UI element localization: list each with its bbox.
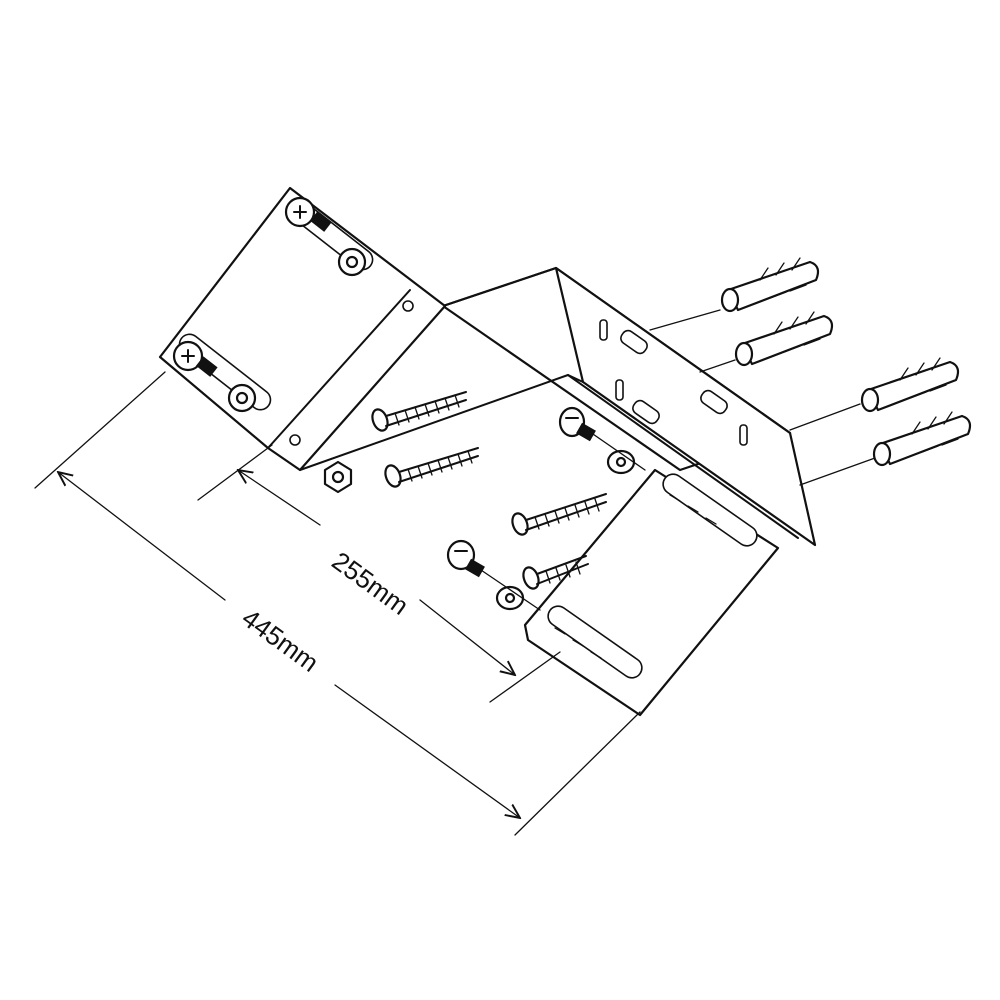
side-slot-1: [620, 329, 648, 355]
right-flange-plate: [523, 468, 780, 717]
wall-anchor-1: [720, 257, 820, 313]
assembly-axis-lines: [477, 431, 646, 611]
dim-445-label: 445mm: [236, 603, 324, 678]
machine-bolt-lower: [446, 539, 485, 578]
wall-anchor-4: [872, 411, 972, 467]
side-hole-3: [739, 424, 748, 446]
side-hole-2: [615, 379, 624, 401]
dim-255-ext-right: [489, 651, 561, 703]
dim-255-label: 255mm: [326, 546, 414, 621]
side-slot-3: [632, 399, 660, 425]
left-lower-bolt: [172, 340, 218, 377]
left-lower-washer: [227, 383, 257, 413]
channel-top-edge: [442, 267, 557, 307]
dim-445-line-b: [334, 684, 520, 818]
right-lower-slot-marks: [554, 627, 602, 659]
left-upper-washer: [337, 247, 367, 277]
dim-445-ext-left: [34, 371, 166, 489]
wood-screw-4: [522, 555, 589, 590]
wood-screw-1: [371, 391, 467, 432]
right-plate-face: [523, 468, 780, 717]
wood-screw-2: [384, 447, 479, 488]
washer-lower: [495, 585, 525, 611]
left-plate-hole-2: [289, 434, 301, 446]
right-lower-slot: [547, 605, 643, 679]
left-plate-fold: [267, 289, 411, 449]
left-upper-bolt: [284, 196, 332, 232]
dim-255-ext-left: [197, 444, 273, 501]
side-slot-2: [700, 389, 728, 415]
right-upper-slot: [662, 473, 758, 547]
anchor-axis-lines: [649, 309, 876, 486]
wall-anchor-2: [734, 311, 834, 367]
dim-445-ext-right: [514, 711, 641, 836]
hex-nut: [323, 460, 353, 494]
side-hole-1: [599, 319, 608, 341]
wood-screw-3: [511, 493, 607, 536]
dimension-255: 255mm: [197, 444, 561, 703]
dim-255-line-b: [419, 599, 515, 675]
channel-floor-fold: [567, 374, 799, 539]
u-channel-bracket: [299, 266, 817, 547]
left-plate-face: [158, 186, 447, 472]
dim-445-line-a: [58, 472, 226, 601]
washer-upper: [606, 449, 636, 475]
dim-255-line-a: [238, 470, 321, 526]
machine-bolt-upper: [558, 406, 596, 442]
wall-anchor-3: [860, 357, 960, 413]
left-flange-plate: [158, 186, 447, 472]
left-plate-hole-1: [402, 300, 414, 312]
right-upper-slot-marks: [669, 494, 717, 525]
